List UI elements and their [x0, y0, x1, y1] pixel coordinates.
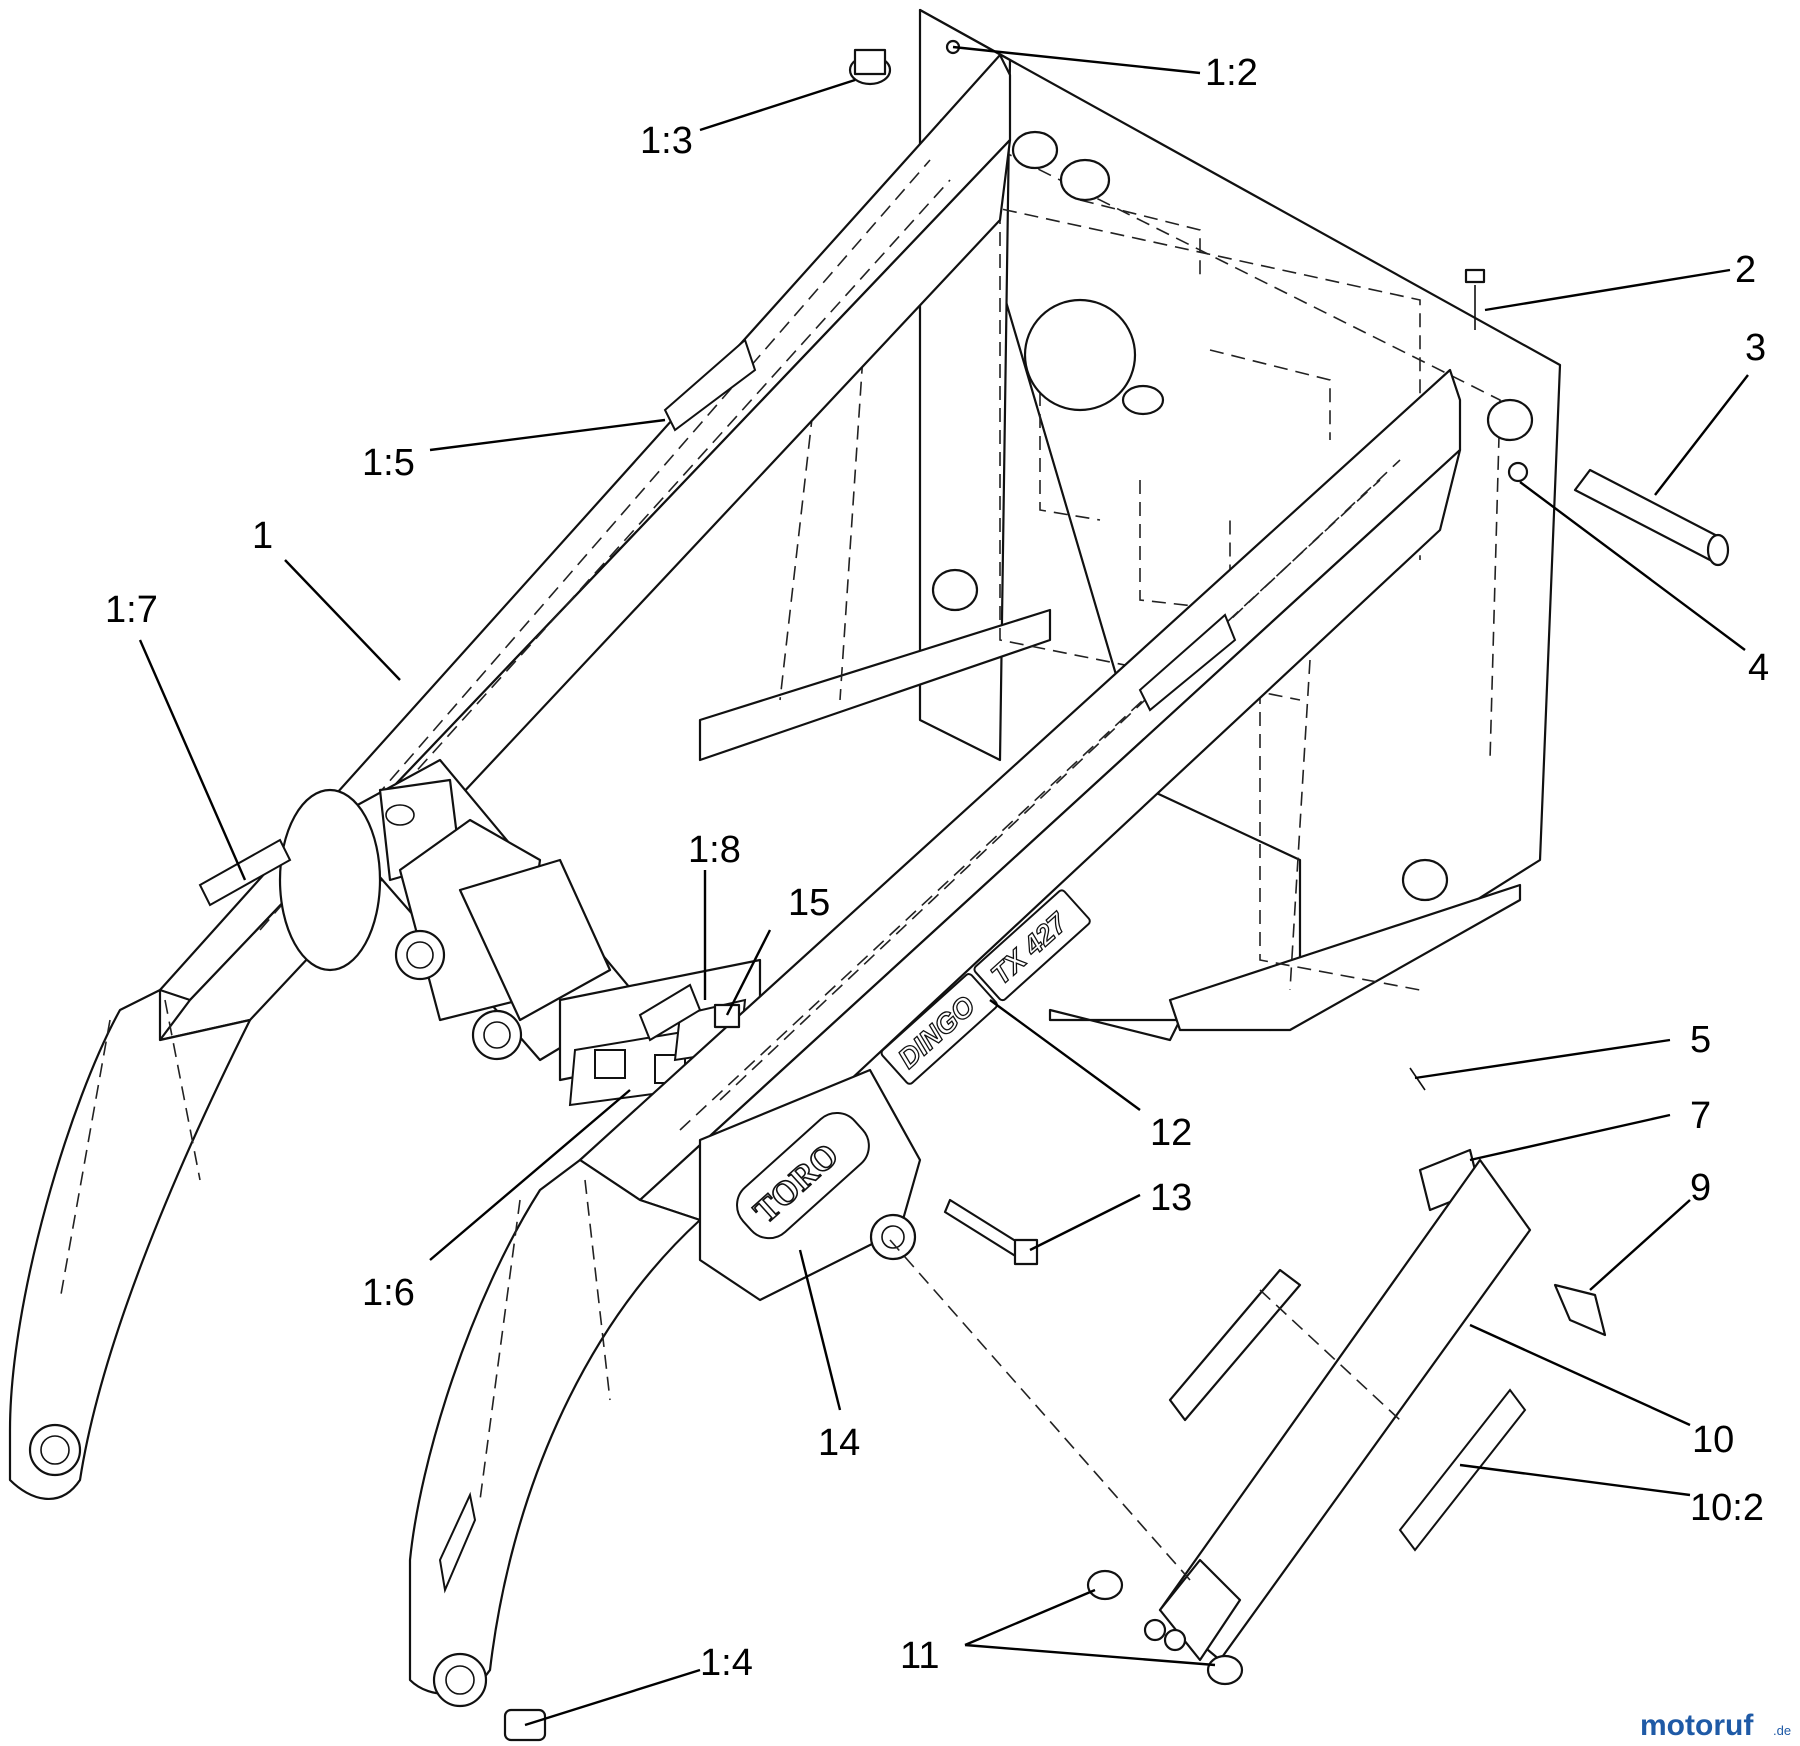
callout-15: 15 — [788, 882, 830, 924]
callout-1-2: 1:2 — [1205, 52, 1258, 94]
callout-labels: 1:2 1:3 2 3 4 1:5 1 1:7 1:8 15 5 7 12 13… — [105, 52, 1769, 1684]
callout-1-6: 1:6 — [362, 1272, 415, 1314]
callout-1-5: 1:5 — [362, 442, 415, 484]
callout-13: 13 — [1150, 1177, 1192, 1219]
callout-11: 11 — [900, 1635, 939, 1677]
callout-4: 4 — [1748, 647, 1769, 689]
callout-10-2: 10:2 — [1690, 1487, 1764, 1529]
mount-frame — [698, 8, 1562, 1042]
callout-5: 5 — [1690, 1019, 1711, 1061]
callout-3: 3 — [1745, 327, 1766, 369]
callout-10: 10 — [1692, 1419, 1734, 1461]
watermark-suffix: .de — [1773, 1723, 1791, 1738]
callout-1-4: 1:4 — [700, 1642, 753, 1684]
callout-14: 14 — [818, 1422, 860, 1464]
callout-7: 7 — [1690, 1095, 1711, 1137]
callout-9: 9 — [1690, 1167, 1711, 1209]
watermark-text: motoruf — [1640, 1709, 1754, 1742]
callout-1-7: 1:7 — [105, 589, 158, 631]
callout-1-8: 1:8 — [688, 829, 741, 871]
callout-1-3: 1:3 — [640, 120, 693, 162]
callout-12: 12 — [1150, 1112, 1192, 1154]
leader-lines — [138, 45, 1749, 1727]
watermark: motoruf .de — [1640, 1709, 1791, 1742]
hardware — [503, 39, 1730, 1742]
callout-2: 2 — [1735, 249, 1756, 291]
callout-1: 1 — [252, 515, 273, 557]
